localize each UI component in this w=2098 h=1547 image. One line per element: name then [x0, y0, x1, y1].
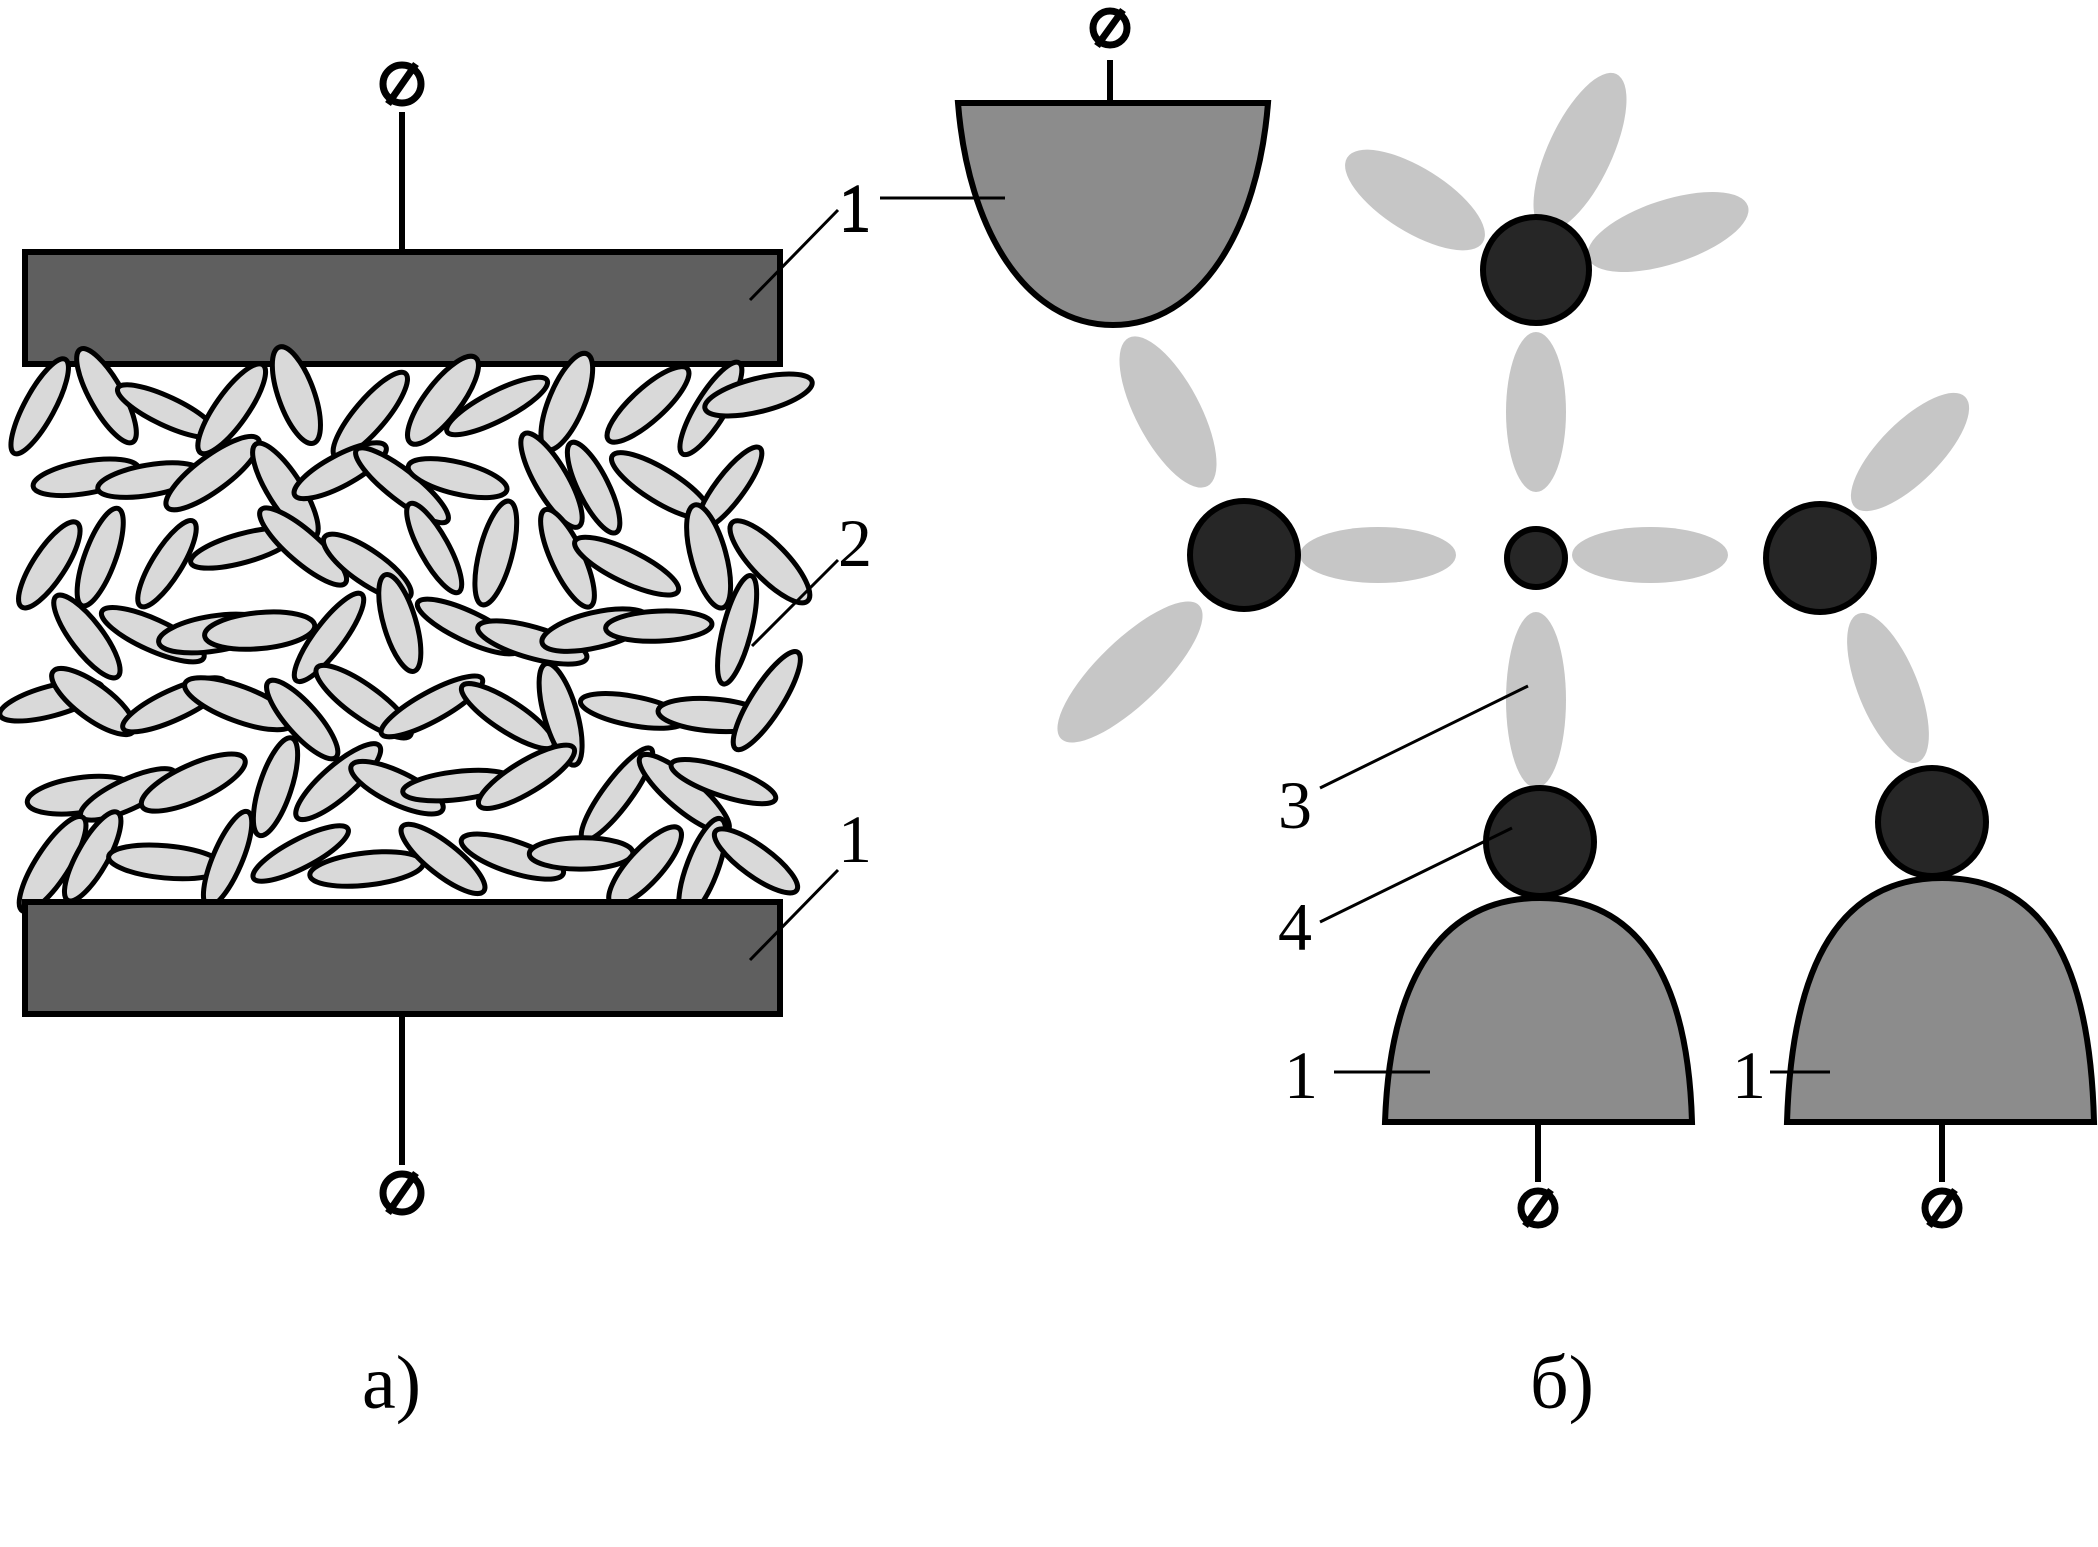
grain	[405, 353, 481, 447]
bond-lobe	[1533, 72, 1627, 232]
terminal-slash-icon	[385, 1170, 419, 1216]
grain	[195, 361, 269, 457]
leader-atom	[1319, 826, 1513, 924]
grain	[711, 826, 801, 896]
leader-grains	[750, 558, 840, 648]
top-electrode	[954, 7, 1272, 329]
right-electrode	[1783, 874, 2098, 1229]
label-bottom-plate: 1	[838, 801, 872, 877]
atom-center	[1504, 526, 1568, 590]
grain	[727, 518, 813, 606]
bond-lobes	[1057, 72, 1970, 788]
top-plate	[22, 249, 783, 367]
atom-top	[1480, 214, 1592, 326]
grain	[376, 572, 424, 674]
grain	[16, 519, 83, 611]
grain	[518, 430, 585, 530]
atom-left	[1187, 498, 1301, 612]
grain	[684, 502, 734, 611]
bond-lobe	[1847, 612, 1929, 764]
grain	[668, 756, 779, 807]
bond-lobe	[1587, 191, 1749, 273]
bond-lobe	[1572, 527, 1728, 583]
bond-lobe	[1506, 612, 1566, 788]
label-top-plate: 1	[838, 171, 872, 247]
bond-lobe	[1300, 527, 1456, 583]
atom-bottom-left	[1483, 785, 1597, 899]
label-left-electrode: 1	[1284, 1037, 1318, 1113]
left-electrode	[1381, 894, 1696, 1229]
grain	[458, 831, 567, 882]
grain	[74, 505, 126, 609]
label-atom: 4	[1278, 889, 1312, 965]
terminal-top-a	[379, 61, 425, 252]
grain	[51, 592, 123, 681]
bond-lobe	[1506, 332, 1566, 492]
grain	[715, 573, 760, 687]
leader-bond	[1319, 684, 1529, 790]
label-grains: 2	[838, 505, 872, 581]
grain	[138, 751, 248, 814]
panel-a: 1 2 1 а)	[0, 61, 872, 1425]
terminal-slash-icon	[1094, 7, 1126, 49]
grain	[163, 433, 262, 513]
bond-lobe	[1119, 336, 1217, 488]
leader-bottom-plate	[748, 868, 840, 962]
grain	[603, 608, 715, 644]
bond-lobe	[1057, 601, 1203, 743]
grain	[444, 374, 551, 438]
grain	[564, 439, 623, 536]
grain	[135, 518, 199, 610]
grain	[291, 590, 367, 685]
label-right-electrode: 1	[1732, 1037, 1766, 1113]
grains-group	[0, 344, 815, 920]
panel-b: 1 1 1 3 4 б)	[838, 7, 2098, 1425]
bond-lobe	[1345, 149, 1485, 251]
leader-top-plate	[748, 208, 840, 302]
grain	[269, 344, 323, 446]
atom-right	[1763, 501, 1877, 615]
terminal-slash-icon	[385, 61, 419, 107]
grain	[378, 673, 486, 740]
grain	[8, 356, 71, 457]
grain	[472, 498, 520, 608]
caption-b: б)	[1530, 1341, 1594, 1425]
terminal-bottom-a	[379, 1014, 425, 1216]
grain	[257, 505, 350, 588]
grain	[398, 821, 488, 897]
grain	[702, 371, 815, 419]
grain	[475, 742, 578, 811]
terminal-slash-icon	[1522, 1187, 1554, 1229]
terminal-slash-icon	[1926, 1187, 1958, 1229]
grain	[604, 364, 692, 445]
grain	[404, 500, 465, 596]
grain	[202, 609, 318, 652]
label-top-electrode: 1	[838, 169, 872, 245]
atom-bottom-right	[1875, 765, 1989, 879]
label-bond: 3	[1278, 767, 1312, 843]
grain	[536, 660, 585, 768]
grain	[405, 456, 510, 501]
grain	[572, 534, 682, 598]
grain	[250, 823, 351, 884]
grain	[264, 677, 341, 762]
caption-a: а)	[362, 1341, 421, 1425]
grain	[526, 835, 636, 872]
grain	[730, 649, 803, 753]
bottom-plate	[22, 899, 783, 1017]
bond-lobe	[1850, 392, 1970, 512]
grain	[250, 735, 301, 839]
